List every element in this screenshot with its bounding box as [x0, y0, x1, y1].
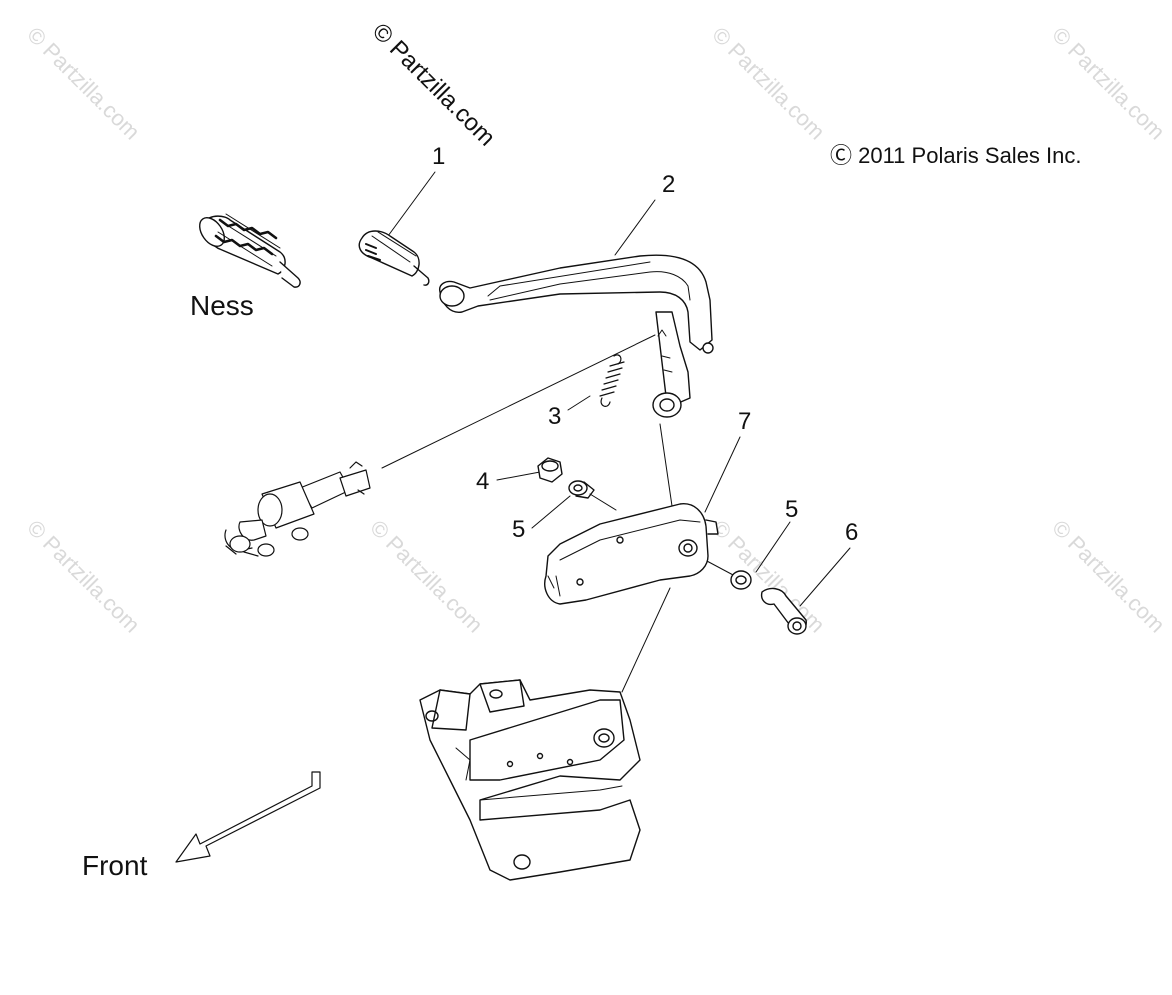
callout-4: 4 [476, 468, 490, 495]
frame-mount [419, 679, 641, 881]
front-arrow-icon [175, 771, 321, 863]
callout-1: 1 [432, 143, 446, 170]
callout-3: 3 [548, 403, 562, 430]
callout-5b: 5 [785, 496, 799, 523]
part-1-foot-peg [358, 230, 430, 286]
part-3-spring [599, 354, 625, 407]
part-6-bolt [760, 587, 807, 635]
ness-label: Ness [190, 290, 254, 321]
part-2-brake-lever [439, 254, 714, 418]
callout-5: 5 [512, 516, 526, 543]
part-7-pivot-bracket [544, 503, 719, 605]
front-label: Front [82, 850, 148, 881]
copyright-notice: Ⓒ 2011 Polaris Sales Inc. [830, 143, 1082, 168]
callout-7: 7 [738, 408, 752, 435]
part-5-washer [730, 570, 752, 590]
part-5-bushing [568, 480, 595, 499]
callout-2: 2 [662, 171, 676, 198]
part-4-nut [537, 457, 563, 483]
leader-lines [381, 171, 851, 693]
callout-6: 6 [845, 519, 859, 546]
master-cylinder [224, 461, 371, 557]
ness-foot-peg [198, 213, 301, 288]
